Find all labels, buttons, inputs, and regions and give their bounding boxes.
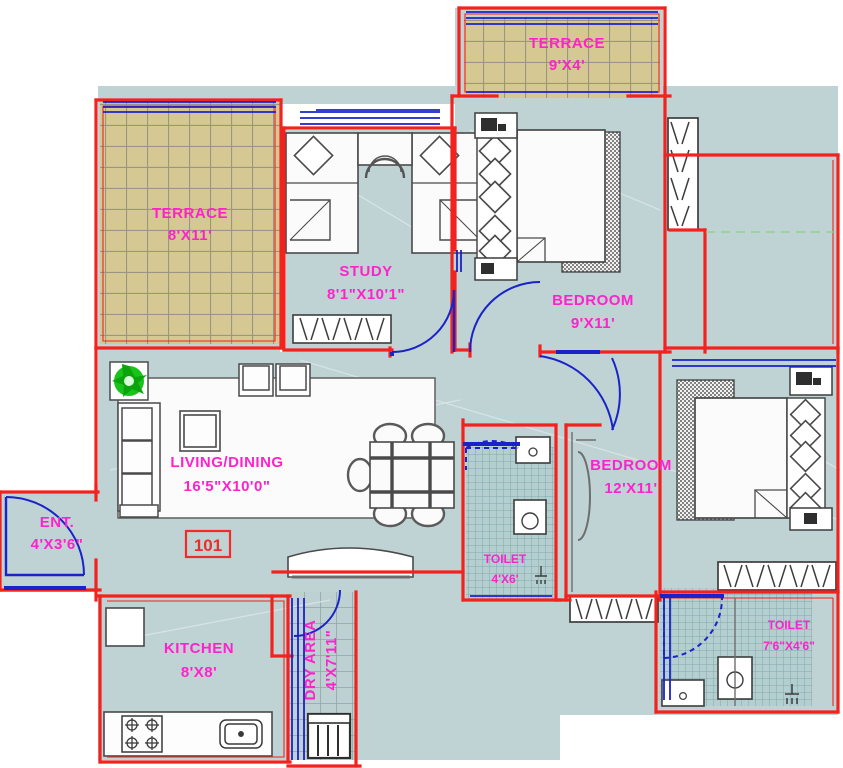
room-label-kitchen: KITCHEN — [164, 640, 234, 657]
console-table — [287, 547, 414, 579]
bedroom-top-furniture — [474, 112, 699, 281]
room-dim-kitchen: 8'X8' — [181, 664, 217, 681]
lamp-icon — [481, 118, 506, 131]
room-label-living-dining: LIVING/DINING — [170, 454, 283, 471]
lamp-icon — [796, 372, 821, 385]
room-dim-living-dining: 16'5"X10'0" — [184, 478, 271, 495]
kitchen-fixtures — [103, 607, 352, 760]
room-label-terrace-left: TERRACE — [152, 205, 228, 222]
terrace-top-floor — [464, 17, 660, 98]
unit-number-text: 101 — [194, 536, 222, 555]
wash-basin — [515, 436, 551, 464]
room-label-bedroom-top: BEDROOM — [552, 292, 634, 309]
room-label-study: STUDY — [339, 263, 392, 280]
kitchen-sink-icon — [219, 719, 263, 749]
room-dim-entrance: 4'X3'6" — [31, 536, 84, 553]
room-dim-dry-area: 4'X7'11" — [323, 630, 340, 691]
bedroom-right-furniture — [569, 366, 837, 623]
four-burner-stove-icon — [121, 715, 163, 753]
room-labels: TERRACE 9'X4' TERRACE 8'X11' STUDY 8'1"X… — [31, 35, 815, 681]
partition-lines — [571, 432, 736, 706]
room-dim-terrace-left: 8'X11' — [168, 227, 212, 244]
pillow-icon — [293, 135, 334, 176]
wardrobe-hanger-icon — [670, 121, 690, 227]
windows — [103, 11, 836, 760]
washing-machine-icon — [306, 712, 352, 760]
room-label-bedroom-right: BEDROOM — [590, 457, 672, 474]
ceiling-fan-icon — [364, 155, 406, 179]
toilet-right-fixtures — [661, 656, 799, 707]
room-dim-bedroom-right: 12'X11' — [604, 480, 657, 497]
wash-basin — [661, 679, 705, 707]
shower-icon — [785, 684, 799, 704]
dry-area-label-group: DRY AREA 4'X7'11" — [302, 620, 340, 701]
dining-table — [346, 422, 455, 528]
toilet-mid-fixtures — [513, 436, 551, 584]
double-bed — [516, 129, 606, 263]
terrace-left-floor — [100, 101, 280, 344]
room-dim-toilet-mid: 4'X6' — [491, 572, 518, 586]
room-dim-terrace-top: 9'X4' — [549, 57, 585, 74]
room-label-terrace-top: TERRACE — [529, 35, 605, 52]
potted-plant-icon — [109, 361, 149, 401]
pillow-icon — [789, 398, 822, 524]
room-dim-bedroom-top: 9'X11' — [571, 315, 615, 332]
wardrobe-hanger-icon — [723, 564, 831, 588]
water-closet — [513, 499, 547, 535]
room-dim-toilet-right: 7'6"X4'6" — [763, 639, 815, 653]
room-label-toilet-right: TOILET — [768, 618, 811, 632]
shower-icon — [535, 566, 547, 584]
armchair — [238, 363, 311, 397]
wardrobe-hanger-icon — [575, 598, 653, 620]
double-bed — [694, 397, 788, 519]
door-leaves — [4, 350, 724, 598]
living-dining-furniture — [109, 361, 455, 579]
pillow-icon — [419, 135, 460, 176]
three-seat-sofa — [117, 402, 161, 518]
fridge — [105, 607, 145, 647]
coffee-table — [179, 410, 221, 452]
lamp-icon — [481, 263, 494, 274]
room-dim-study: 8'1"X10'1" — [327, 286, 405, 303]
unit-number-badge[interactable]: 101 — [184, 529, 232, 559]
room-label-dry-area: DRY AREA — [302, 620, 319, 701]
room-label-entrance: ENT. — [40, 514, 75, 531]
lamp-icon — [804, 513, 817, 524]
pillow-icon — [478, 134, 512, 268]
wardrobe-hanger-icon — [299, 317, 385, 341]
room-label-toilet-mid: TOILET — [484, 552, 527, 566]
walls — [0, 6, 840, 768]
